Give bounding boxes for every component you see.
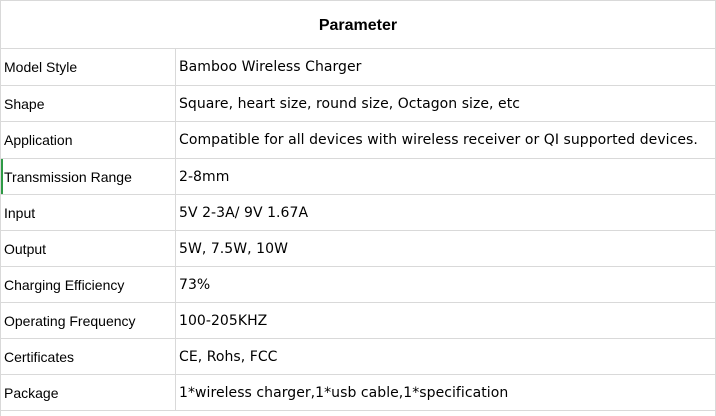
table-row: Package 1*wireless charger,1*usb cable,1… bbox=[1, 375, 715, 411]
row-label-package: Package bbox=[1, 375, 176, 410]
table-row: Operating Frequency 100-205KHZ bbox=[1, 303, 715, 339]
table-row: Charging Efficiency 73% bbox=[1, 267, 715, 303]
table-header: Parameter bbox=[1, 1, 715, 49]
table-left-border bbox=[0, 0, 1, 416]
table-row: Transmission Range 2-8mm bbox=[1, 159, 715, 195]
row-label-charging-efficiency: Charging Efficiency bbox=[1, 267, 176, 302]
row-value-operating-frequency: 100-205KHZ bbox=[179, 312, 268, 329]
active-cell-marker bbox=[1, 159, 3, 194]
row-value-charging-efficiency: 73% bbox=[179, 276, 211, 293]
row-label-application: Application bbox=[1, 122, 176, 158]
row-value-package: 1*wireless charger,1*usb cable,1*specifi… bbox=[179, 384, 509, 401]
row-value-shape: Square, heart size, round size, Octagon … bbox=[179, 95, 520, 112]
row-value-input: 5V 2-3A/ 9V 1.67A bbox=[179, 204, 309, 221]
row-value-model-style: Bamboo Wireless Charger bbox=[179, 59, 362, 75]
row-label-shape: Shape bbox=[1, 86, 176, 121]
row-label-operating-frequency: Operating Frequency bbox=[1, 303, 176, 338]
table-title: Parameter bbox=[318, 16, 398, 34]
table-row: Certificates CE, Rohs, FCC bbox=[1, 339, 715, 375]
row-value-transmission-range: 2-8mm bbox=[179, 168, 230, 185]
table-body: Model Style Bamboo Wireless Charger Shap… bbox=[1, 49, 715, 411]
table-row: Output 5W, 7.5W, 10W bbox=[1, 231, 715, 267]
row-label-output: Output bbox=[1, 231, 176, 266]
table-row: Shape Square, heart size, round size, Oc… bbox=[1, 86, 715, 122]
table-row: Application Compatible for all devices w… bbox=[1, 122, 715, 159]
row-label-input: Input bbox=[1, 195, 176, 230]
table-row: Model Style Bamboo Wireless Charger bbox=[1, 49, 715, 86]
table-row: Input 5V 2-3A/ 9V 1.67A bbox=[1, 195, 715, 231]
row-label-model-style: Model Style bbox=[1, 49, 176, 85]
row-value-output: 5W, 7.5W, 10W bbox=[179, 240, 288, 257]
row-label-certificates: Certificates bbox=[1, 339, 176, 374]
row-value-certificates: CE, Rohs, FCC bbox=[179, 348, 278, 365]
table-top-border bbox=[0, 0, 716, 1]
row-value-application: Compatible for all devices with wireless… bbox=[179, 132, 698, 148]
row-label-transmission-range: Transmission Range bbox=[1, 159, 176, 194]
